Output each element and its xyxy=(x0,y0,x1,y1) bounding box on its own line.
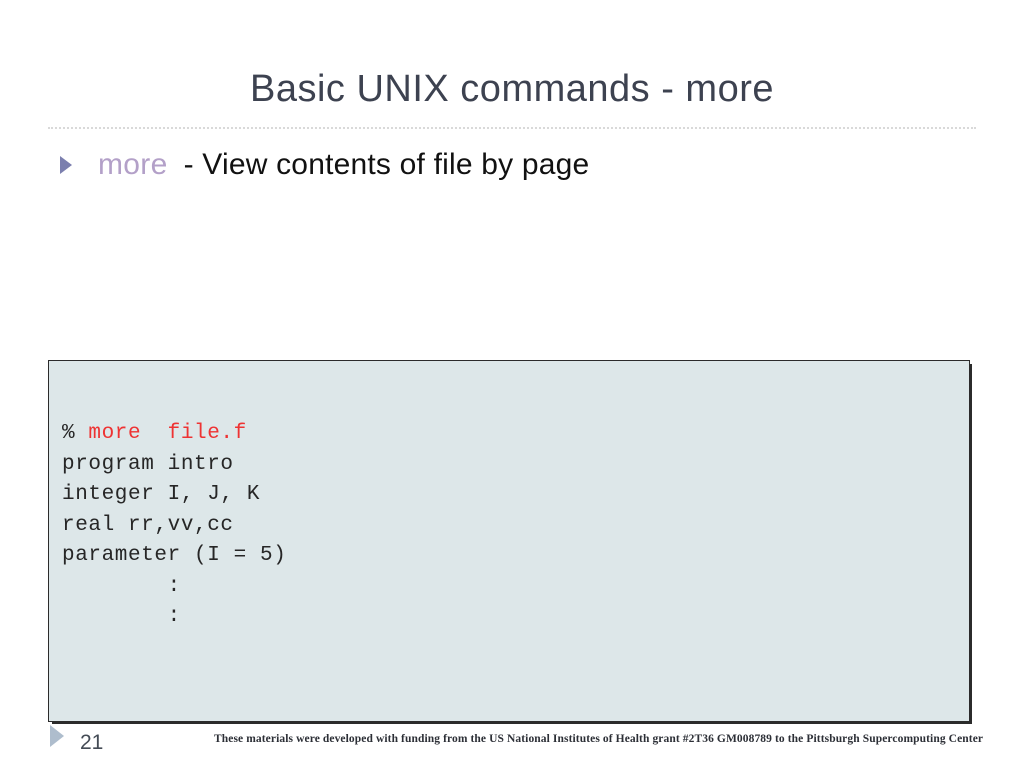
bullet-item: more - View contents of file by page xyxy=(60,148,589,182)
page-title: Basic UNIX commands - more xyxy=(249,68,774,110)
code-line-output: integer I, J, K xyxy=(62,483,261,506)
code-line-command: % more file.f xyxy=(62,419,286,450)
funding-note: These materials were developed with fund… xyxy=(214,733,984,745)
page-number: 21 xyxy=(80,731,104,754)
triangle-right-icon xyxy=(60,156,72,174)
bullet-command-label: more xyxy=(98,148,168,181)
code-line-output: parameter (I = 5) xyxy=(62,544,287,567)
shell-command: more file.f xyxy=(88,422,247,445)
code-line-output: program intro xyxy=(62,452,234,476)
title-divider xyxy=(48,127,976,129)
code-line-output: : xyxy=(62,574,181,598)
bullet-description-label: - View contents of file by page xyxy=(183,148,590,181)
shell-prompt-symbol: % xyxy=(62,422,89,445)
code-line-output: : xyxy=(62,605,181,628)
code-line-output: real rr,vv,cc xyxy=(62,513,234,537)
triangle-right-icon xyxy=(50,725,64,747)
